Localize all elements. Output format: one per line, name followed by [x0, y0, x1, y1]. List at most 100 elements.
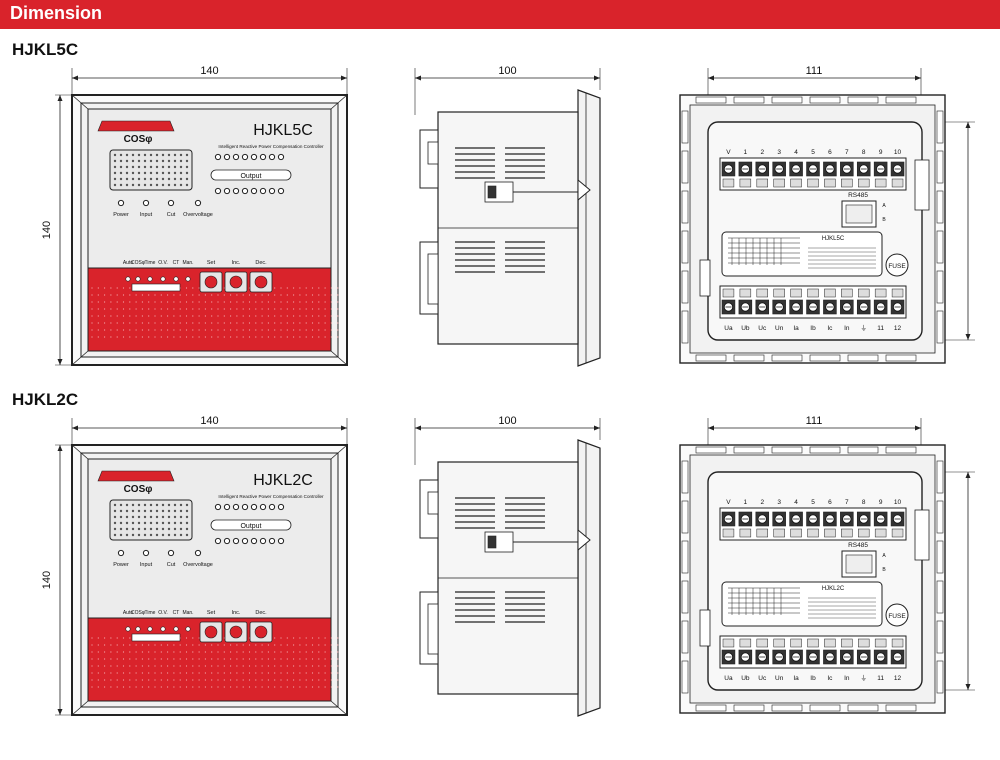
- texture-dot: [104, 637, 106, 639]
- display-dot: [173, 509, 177, 513]
- frame-rib: [771, 96, 803, 104]
- texture-dot: [160, 315, 162, 317]
- frame-rib: [885, 704, 917, 712]
- key-label: Set: [207, 260, 216, 266]
- texture-dot: [305, 658, 307, 660]
- display-dot: [179, 509, 183, 513]
- frame-rib: [847, 354, 879, 362]
- texture-dot: [129, 329, 131, 331]
- texture-dot: [204, 679, 206, 681]
- display-dot: [137, 165, 141, 169]
- texture-dot: [217, 322, 219, 324]
- output-led: [277, 537, 285, 545]
- fuse-label: FUSE: [888, 263, 906, 270]
- texture-dot: [104, 651, 106, 653]
- key-label: Set: [207, 610, 216, 616]
- rs485-label: RS485: [848, 192, 868, 199]
- texture-dot: [236, 294, 238, 296]
- display-dot: [131, 177, 135, 181]
- texture-dot: [116, 672, 118, 674]
- texture-dot: [337, 651, 339, 653]
- output-led: [214, 187, 222, 195]
- display-dot: [155, 171, 159, 175]
- bezel-bevel: [71, 350, 89, 366]
- terminal-clamp: [841, 288, 853, 298]
- texture-dot: [337, 301, 339, 303]
- connector-tab: [427, 603, 439, 655]
- texture-dot: [230, 665, 232, 667]
- texture-dot: [267, 322, 269, 324]
- texture-dot: [204, 651, 206, 653]
- texture-dot: [311, 329, 314, 331]
- texture-dot: [293, 301, 295, 303]
- terminal-clamp: [773, 178, 785, 188]
- texture-dot: [185, 658, 188, 660]
- front-height-dimension-arrow-top: [57, 445, 63, 451]
- display-dot: [149, 171, 153, 175]
- texture-dot: [211, 322, 213, 324]
- display-dot: [167, 533, 171, 537]
- texture-dot: [179, 651, 181, 653]
- texture-dot: [104, 308, 106, 310]
- mode-led: [147, 276, 153, 282]
- texture-dot: [255, 679, 257, 681]
- terminal-label-bottom: Ua: [724, 325, 733, 332]
- texture-dot: [236, 315, 238, 317]
- texture-dot: [97, 315, 99, 317]
- texture-dot: [116, 686, 118, 688]
- terminal-label-top: 8: [862, 149, 866, 156]
- terminal-clamp: [739, 178, 752, 188]
- display-dot: [173, 527, 177, 531]
- display-dot: [161, 165, 165, 169]
- texture-dot: [97, 686, 99, 688]
- texture-dot: [185, 686, 188, 688]
- dimension-header-bar: Dimension: [0, 0, 1000, 29]
- texture-dot: [236, 336, 238, 338]
- texture-dot: [97, 329, 99, 331]
- texture-dot: [198, 651, 200, 653]
- rear-width-dimension-arrow-right: [915, 425, 921, 431]
- frame-rib: [695, 96, 727, 104]
- frame-rib: [809, 354, 841, 362]
- front-height-dimension-arrow-bottom: [57, 359, 63, 365]
- texture-dot: [211, 294, 213, 296]
- display-dot: [155, 177, 159, 181]
- display-dot: [155, 515, 159, 519]
- texture-dot: [267, 665, 269, 667]
- texture-dot: [179, 336, 181, 338]
- texture-dot: [211, 308, 213, 310]
- texture-dot: [179, 315, 181, 317]
- texture-dot: [173, 658, 175, 660]
- texture-dot: [280, 301, 282, 303]
- frame-rib: [681, 270, 689, 304]
- key-label: Dec.: [255, 260, 267, 266]
- texture-dot: [330, 322, 332, 324]
- texture-dot: [274, 301, 276, 303]
- texture-dot: [122, 651, 125, 653]
- texture-dot: [230, 672, 232, 674]
- mode-label: CT: [173, 610, 180, 616]
- texture-dot: [255, 651, 257, 653]
- status-led: [142, 549, 150, 557]
- terminal-clamp: [891, 178, 904, 188]
- texture-dot: [167, 679, 169, 681]
- texture-dot: [211, 686, 213, 688]
- mode-label: Auto: [123, 610, 134, 616]
- display-dot: [119, 509, 123, 513]
- texture-dot: [110, 637, 112, 639]
- display-dot: [143, 533, 147, 537]
- frame-rib: [936, 500, 944, 534]
- display-dot: [167, 183, 171, 187]
- texture-dot: [305, 679, 307, 681]
- display-dot: [167, 171, 171, 175]
- texture-dot: [192, 336, 194, 338]
- texture-dot: [91, 336, 93, 338]
- status-led: [117, 199, 125, 207]
- texture-dot: [211, 336, 213, 338]
- terminal-label-top: 4: [794, 499, 798, 506]
- display-dot: [161, 159, 165, 163]
- texture-dot: [148, 665, 150, 667]
- texture-dot: [337, 315, 339, 317]
- frame-rib: [681, 460, 689, 494]
- rear-width-dimension-arrow-left: [708, 75, 714, 81]
